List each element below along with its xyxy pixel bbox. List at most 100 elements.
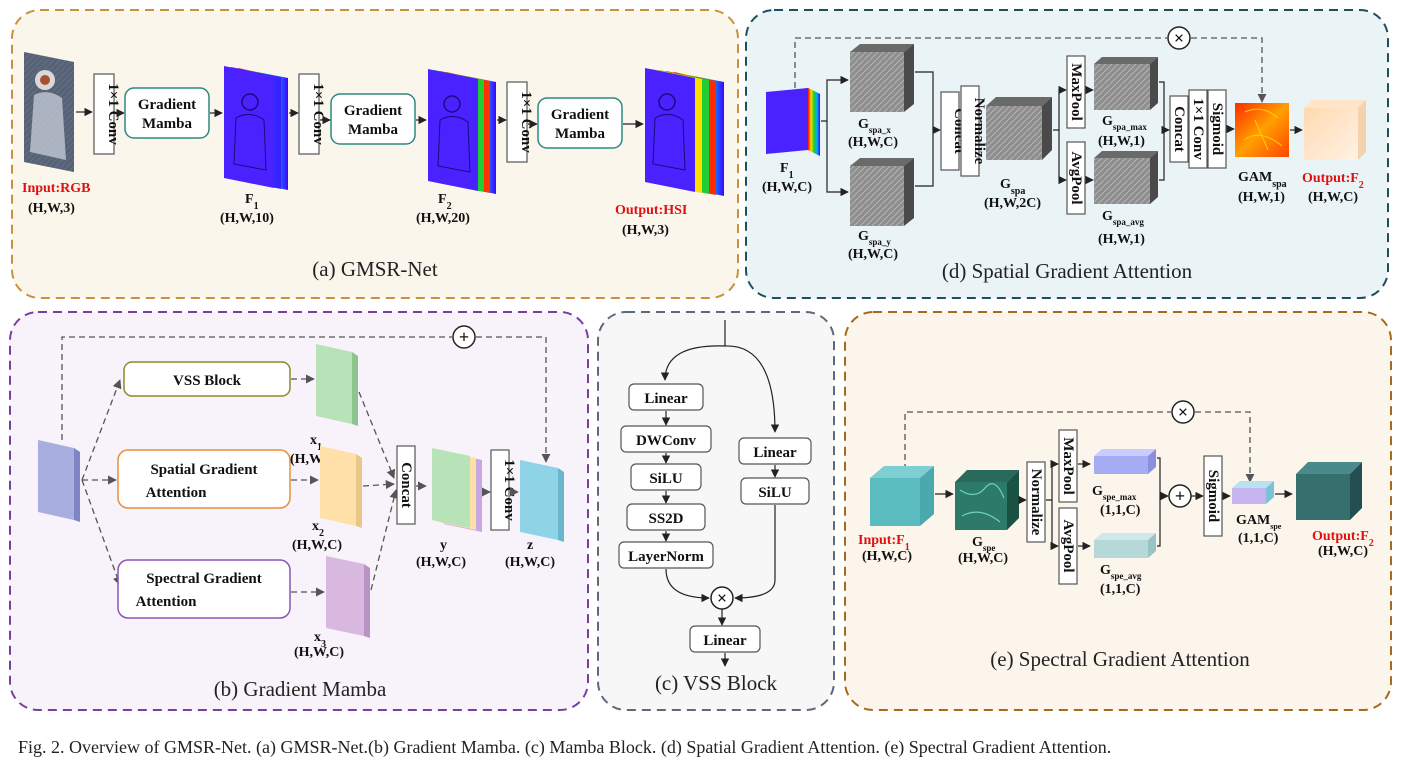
panel-e-title: (e) Spectral Gradient Attention <box>990 647 1250 671</box>
panel-d-spatial-gradient-attention: × F1 (H,W,C) Gspa_x (H,W,C) Gspa_y (H,W,… <box>745 9 1389 299</box>
arrow <box>665 568 710 603</box>
gam-spa-shape: (H,W,1) <box>1238 190 1285 205</box>
plus-icon <box>452 325 476 349</box>
gspa-label: Gspa <box>1000 177 1025 197</box>
x3-label: x3 <box>314 630 326 650</box>
panel-d-avgpool <box>1066 141 1086 215</box>
merge-path <box>358 391 396 479</box>
vss-multiply-symbol: × <box>717 588 727 608</box>
panel-d-f1-cube <box>766 88 820 156</box>
panel-c-frame <box>597 311 835 711</box>
output-hsi-label: Output:HSI <box>615 203 687 218</box>
skip-path <box>904 411 1171 470</box>
multiply-icon <box>1167 26 1191 50</box>
gradient-mamba-a1-line1: Gradient <box>138 97 196 113</box>
f2-label: F2 <box>438 192 452 212</box>
panel-e-output-shape: (H,W,C) <box>1318 544 1368 559</box>
x2-slab <box>320 446 362 528</box>
f1-label: F1 <box>245 192 259 212</box>
arrow <box>1157 496 1161 547</box>
gspa-shape: (H,W,2C) <box>984 196 1041 211</box>
panel-b-conv-label: 1×1 Conv <box>501 459 517 521</box>
spatial-gradient-attention-line1: Spatial Gradient <box>150 462 257 478</box>
vss-left-silu <box>630 463 702 491</box>
gspe-avg-shape: (1,1,C) <box>1100 582 1141 597</box>
spatial-gradient-attention-box <box>117 449 291 509</box>
panel-b-concat <box>396 445 416 525</box>
gradient-mamba-a3 <box>537 97 623 149</box>
panel-d-maxpool-label: MaxPool <box>1068 63 1084 121</box>
panel-d-output-cube <box>1304 100 1366 160</box>
conv-1x1-a1-label: 1×1 Conv <box>105 83 121 145</box>
panel-d-title: (d) Spatial Gradient Attention <box>942 259 1193 283</box>
figure-caption: Fig. 2. Overview of GMSR-Net. (a) GMSR-N… <box>18 737 1112 757</box>
panel-e-normalize <box>1026 461 1046 543</box>
gam-spe-cube <box>1232 481 1274 504</box>
gradient-mamba-a2-line2: Mamba <box>348 122 398 138</box>
arrow <box>1050 500 1059 551</box>
panel-e-sigmoid <box>1203 455 1223 537</box>
panel-a-frame <box>11 9 739 299</box>
gspa-x-label: Gspa_x <box>858 117 891 135</box>
panel-d-f1-shape: (H,W,C) <box>762 180 812 195</box>
x2-shape: (H,W,C) <box>292 538 342 553</box>
gam-spe-shape: (1,1,C) <box>1238 531 1279 546</box>
panel-d-conv-label: 1×1 Conv <box>1190 98 1206 160</box>
conv-1x1-a3-label: 1×1 Conv <box>518 91 534 153</box>
panel-d-concat-2 <box>1169 95 1189 163</box>
gam-spe-label: GAMspe <box>1236 513 1282 531</box>
arrow <box>1053 85 1067 131</box>
gspa-y-label: Gspa_y <box>858 229 891 247</box>
panel-a-gmsr-net: Input:RGB (H,W,3) 1×1 Conv Gradient Mamb… <box>11 9 739 299</box>
arrow <box>1159 81 1165 130</box>
panel-d-sigmoid-label: Sigmoid <box>1209 103 1225 156</box>
gspa-max-cube <box>1094 57 1158 110</box>
gradient-mamba-a3-line1: Gradient <box>551 107 609 123</box>
panel-e-multiply-icon <box>1171 400 1195 424</box>
panel-a-title: (a) GMSR-Net <box>312 257 438 281</box>
vss-layernorm <box>618 541 714 569</box>
gam-spa-label: GAMspa <box>1238 170 1287 190</box>
panel-b-title: (b) Gradient Mamba <box>214 677 387 701</box>
arrow <box>915 125 941 187</box>
gam-spa-texture <box>1243 108 1283 151</box>
vss-right-silu-label: SiLU <box>758 485 792 501</box>
panel-d-maxpool <box>1066 55 1086 129</box>
panel-e-input-cube <box>870 466 934 526</box>
panel-d-concat <box>940 91 960 171</box>
gspa-y-cube <box>850 158 914 226</box>
spatial-gradient-attention-line2: Attention <box>146 485 207 501</box>
z-shape: (H,W,C) <box>505 555 555 570</box>
gspe-avg-cube <box>1094 533 1156 558</box>
conv-1x1-a2 <box>298 73 320 155</box>
z-label: z <box>527 538 533 553</box>
y-label: y <box>440 538 447 553</box>
feature-f1-stack <box>224 66 288 190</box>
gradient-mamba-a1 <box>124 87 210 139</box>
arrow <box>1046 459 1059 501</box>
gspa-avg-cube <box>1094 151 1158 204</box>
vss-right-linear <box>738 437 812 465</box>
conv-1x1-a1 <box>93 73 115 155</box>
panel-e-input-label: Input:F1 <box>858 533 910 553</box>
gspa-max-shape: (H,W,1) <box>1098 134 1145 149</box>
arrow <box>724 345 780 433</box>
gspe-max-cube <box>1094 449 1156 474</box>
f2-shape: (H,W,20) <box>416 211 470 226</box>
vss-block-label: VSS Block <box>173 373 242 389</box>
gradient-mamba-a3-line2: Mamba <box>555 126 605 142</box>
vss-right-linear-label: Linear <box>753 445 797 461</box>
spectral-gradient-attention-line2: Attention <box>136 594 197 610</box>
y-stack <box>432 448 482 532</box>
panel-d-output-label: Output:F2 <box>1302 171 1364 191</box>
vss-right-silu <box>740 477 810 505</box>
input-rgb-image <box>24 52 74 172</box>
panel-c-vss-block: Linear DWConv SiLU SS2D LayerNorm Linear… <box>597 311 835 711</box>
skip-path <box>1191 37 1267 103</box>
panel-b-gradient-mamba: + VSS Block Spatial Gradient Attention S… <box>9 311 589 711</box>
output-hsi-stack <box>645 68 724 196</box>
panel-e-maxpool-label: MaxPool <box>1060 437 1076 495</box>
residual-path <box>476 336 551 463</box>
gspe-max-label: Gspe_max <box>1092 484 1137 502</box>
arrow <box>1159 125 1170 181</box>
